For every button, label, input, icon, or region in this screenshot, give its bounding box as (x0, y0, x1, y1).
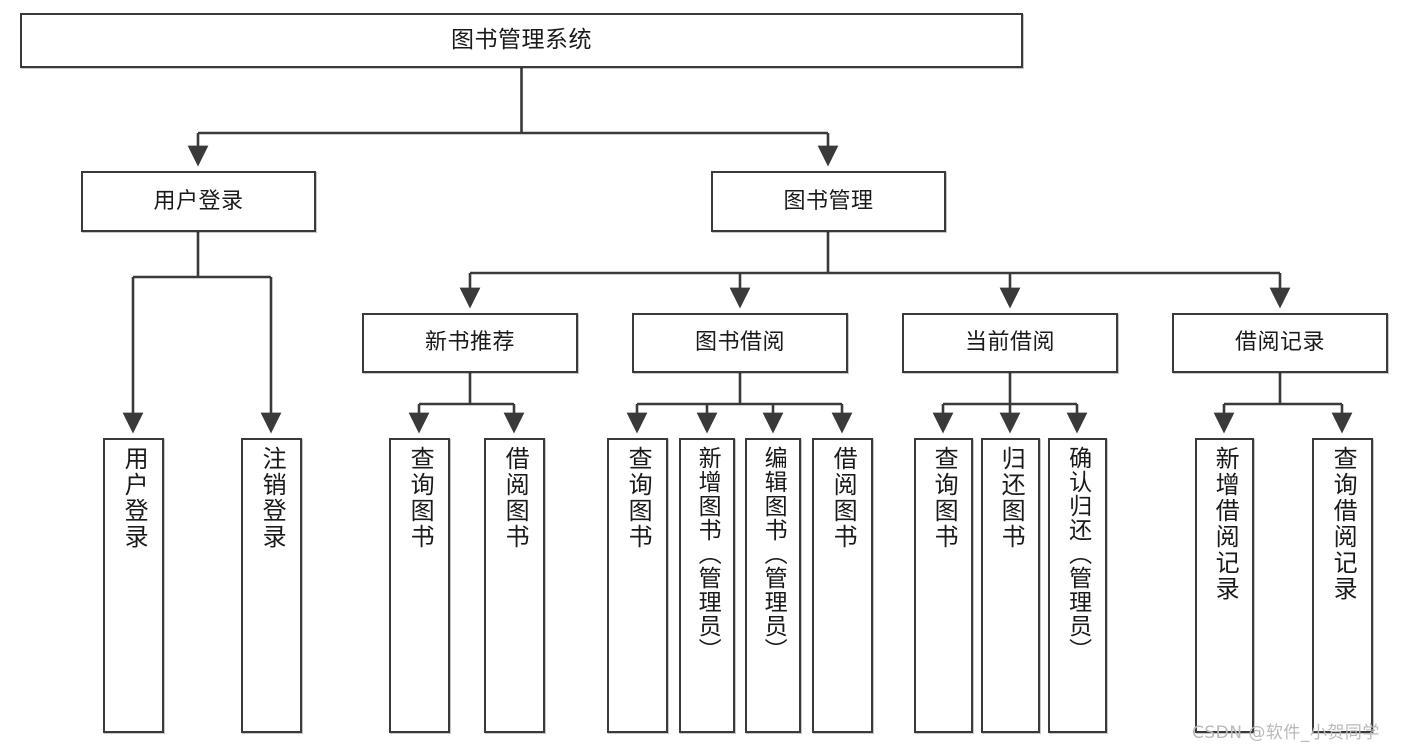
node-borrow-record[interactable]: 借阅记录 (1172, 313, 1388, 373)
node-root[interactable]: 图书管理系统 (20, 13, 1023, 68)
node-user-login[interactable]: 用户登录 (81, 171, 316, 232)
node-leaf-query-book-3[interactable]: 查询图书 (914, 438, 973, 733)
node-borrow-record-label: 借阅记录 (1234, 330, 1325, 356)
node-leaf-confirm-return[interactable]: 确认归还（管理员） (1048, 438, 1107, 733)
node-new-book-recommend[interactable]: 新书推荐 (362, 313, 578, 373)
node-leaf-query-book-2[interactable]: 查询图书 (607, 438, 668, 733)
node-book-manage-label: 图书管理 (783, 188, 874, 214)
node-leaf-borrow-book-1[interactable]: 借阅图书 (484, 438, 545, 733)
node-leaf-edit-book-label: 编辑图书（管理员） (760, 446, 787, 662)
node-root-label: 图书管理系统 (451, 26, 592, 53)
node-leaf-return-book[interactable]: 归还图书 (981, 438, 1040, 733)
node-leaf-add-book-label: 新增图书（管理员） (694, 446, 721, 662)
node-leaf-query-record-label: 查询借阅记录 (1329, 446, 1358, 602)
node-book-borrow-label: 图书借阅 (694, 330, 785, 356)
node-new-book-recommend-label: 新书推荐 (424, 330, 515, 356)
node-leaf-add-record-label: 新增借阅记录 (1211, 446, 1240, 602)
node-leaf-query-book-1-label: 查询图书 (406, 446, 435, 550)
node-book-borrow[interactable]: 图书借阅 (632, 313, 848, 373)
node-leaf-add-book[interactable]: 新增图书（管理员） (679, 438, 735, 733)
node-leaf-query-record[interactable]: 查询借阅记录 (1312, 438, 1373, 733)
watermark: CSDN @软件_小贺同学 (1192, 723, 1380, 743)
node-leaf-user-login-label: 用户登录 (120, 446, 149, 550)
node-leaf-logout-label: 注销登录 (258, 446, 287, 550)
node-leaf-borrow-book-2[interactable]: 借阅图书 (812, 438, 873, 733)
node-current-borrow[interactable]: 当前借阅 (902, 313, 1118, 373)
node-leaf-query-book-2-label: 查询图书 (624, 446, 653, 550)
node-leaf-edit-book[interactable]: 编辑图书（管理员） (745, 438, 801, 733)
node-leaf-user-login[interactable]: 用户登录 (103, 438, 164, 733)
node-leaf-return-book-label: 归还图书 (997, 446, 1026, 550)
node-leaf-logout[interactable]: 注销登录 (241, 438, 302, 733)
node-book-manage[interactable]: 图书管理 (711, 171, 946, 232)
node-leaf-borrow-book-2-label: 借阅图书 (829, 446, 858, 550)
node-user-login-label: 用户登录 (153, 188, 244, 214)
node-current-borrow-label: 当前借阅 (964, 330, 1055, 356)
node-leaf-borrow-book-1-label: 借阅图书 (501, 446, 530, 550)
node-leaf-query-book-1[interactable]: 查询图书 (389, 438, 450, 733)
node-leaf-add-record[interactable]: 新增借阅记录 (1195, 438, 1254, 733)
node-leaf-confirm-return-label: 确认归还（管理员） (1064, 446, 1091, 662)
node-leaf-query-book-3-label: 查询图书 (930, 446, 959, 550)
